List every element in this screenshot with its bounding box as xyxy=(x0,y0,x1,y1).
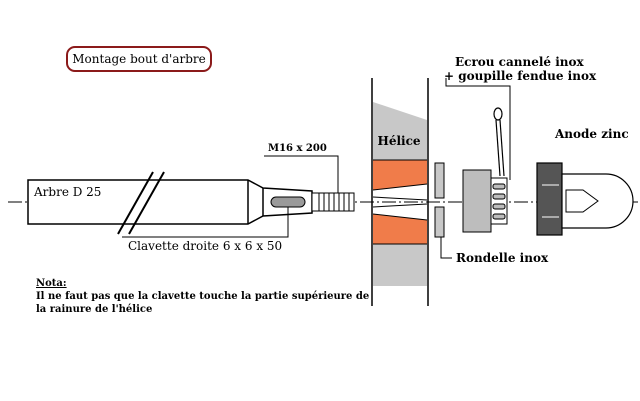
nut-label-line2: + goupille fendue inox xyxy=(444,69,597,83)
title: Montage bout d'arbre xyxy=(72,52,205,66)
shaft xyxy=(27,179,313,225)
propeller xyxy=(371,78,429,306)
key-label: Clavette droite 6 x 6 x 50 xyxy=(128,239,282,253)
anode-label: Anode zinc xyxy=(554,127,629,141)
shaft-label: Arbre D 25 xyxy=(33,185,101,199)
propeller-label-bg xyxy=(375,131,423,149)
key-leader xyxy=(122,207,289,238)
washer-leader xyxy=(440,237,452,259)
note-heading: Nota: xyxy=(36,278,67,289)
title-box xyxy=(66,46,212,72)
washer xyxy=(434,162,445,238)
castle-nut xyxy=(462,169,508,233)
nut-leader xyxy=(445,78,511,180)
note-line1: Il ne faut pas que la clavette touche la… xyxy=(36,291,369,302)
nut-label-line1: Ecrou cannelé inox xyxy=(455,55,585,69)
bolt-leader xyxy=(264,155,339,193)
key xyxy=(270,196,306,208)
shaft-break-lines xyxy=(117,171,165,235)
note-line2: la rainure de l'hélice xyxy=(36,304,152,315)
cotter-pin xyxy=(493,107,505,177)
threaded-bolt xyxy=(311,192,355,212)
anode xyxy=(536,162,634,236)
propeller-label: Hélice xyxy=(377,134,420,148)
bolt-label: M16 x 200 xyxy=(268,143,327,154)
washer-label: Rondelle inox xyxy=(456,251,549,265)
